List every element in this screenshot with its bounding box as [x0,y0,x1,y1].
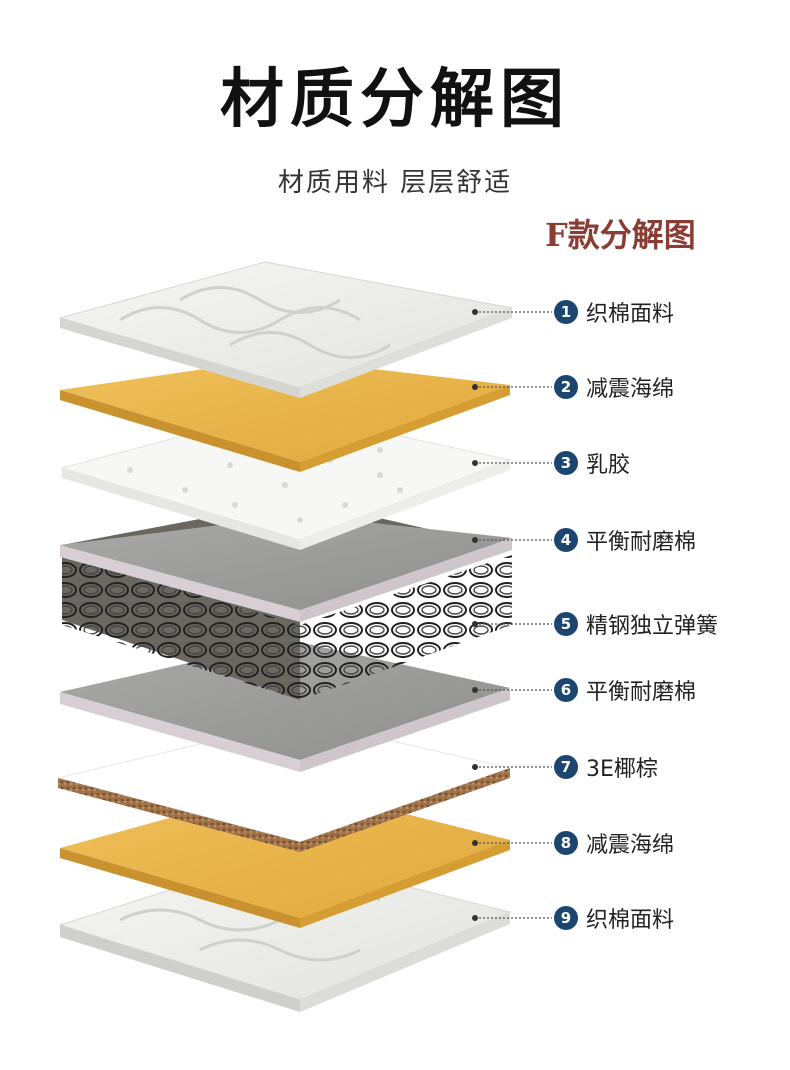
layer-label-9: 9 织棉面料 [554,903,674,933]
number-badge: 5 [554,612,578,636]
number-badge: 2 [554,375,578,399]
layer-label-4: 4 平衡耐磨棉 [554,525,696,555]
layer-label-text: 织棉面料 [586,296,674,328]
layer-label-3: 3 乳胶 [554,448,630,478]
layer-label-text: 3E椰棕 [586,751,658,783]
number-badge: 9 [554,906,578,930]
layer-label-5: 5 精钢独立弹簧 [554,609,718,639]
layer-label-text: 平衡耐磨棉 [586,524,696,556]
number-badge: 6 [554,678,578,702]
layer-label-text: 精钢独立弹簧 [586,608,718,640]
layer-label-1: 1 织棉面料 [554,297,674,327]
layer-label-text: 减震海绵 [586,371,674,403]
layer-label-7: 7 3E椰棕 [554,752,658,782]
number-badge: 4 [554,528,578,552]
layer-label-8: 8 减震海绵 [554,828,674,858]
number-badge: 1 [554,300,578,324]
number-badge: 8 [554,831,578,855]
number-badge: 3 [554,451,578,475]
layer-label-text: 平衡耐磨棉 [586,674,696,706]
layer-label-6: 6 平衡耐磨棉 [554,675,696,705]
layer-label-2: 2 减震海绵 [554,372,674,402]
layer-label-text: 乳胶 [586,447,630,479]
layer-label-text: 减震海绵 [586,827,674,859]
number-badge: 7 [554,755,578,779]
layer-label-text: 织棉面料 [586,902,674,934]
